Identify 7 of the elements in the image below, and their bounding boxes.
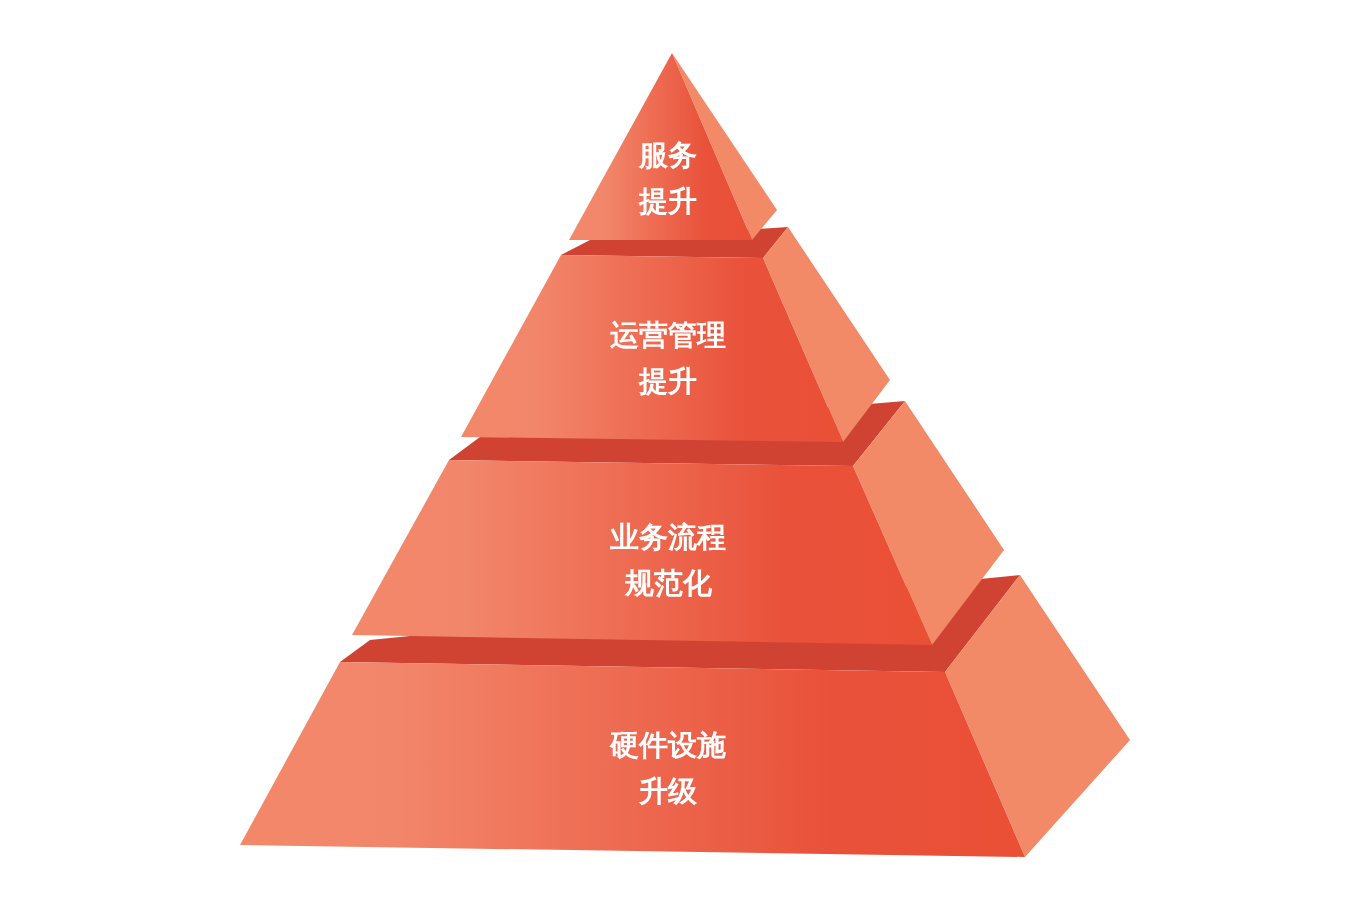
tier-label: 服务提升 xyxy=(637,137,698,220)
pyramid-tier xyxy=(458,254,846,444)
tier-label: 业务流程规范化 xyxy=(609,519,727,602)
tier-label: 硬件设施升级 xyxy=(608,727,727,810)
pyramid-tier xyxy=(237,661,1028,859)
pyramid-tier xyxy=(349,459,935,647)
tier-label: 运营管理提升 xyxy=(609,317,727,400)
